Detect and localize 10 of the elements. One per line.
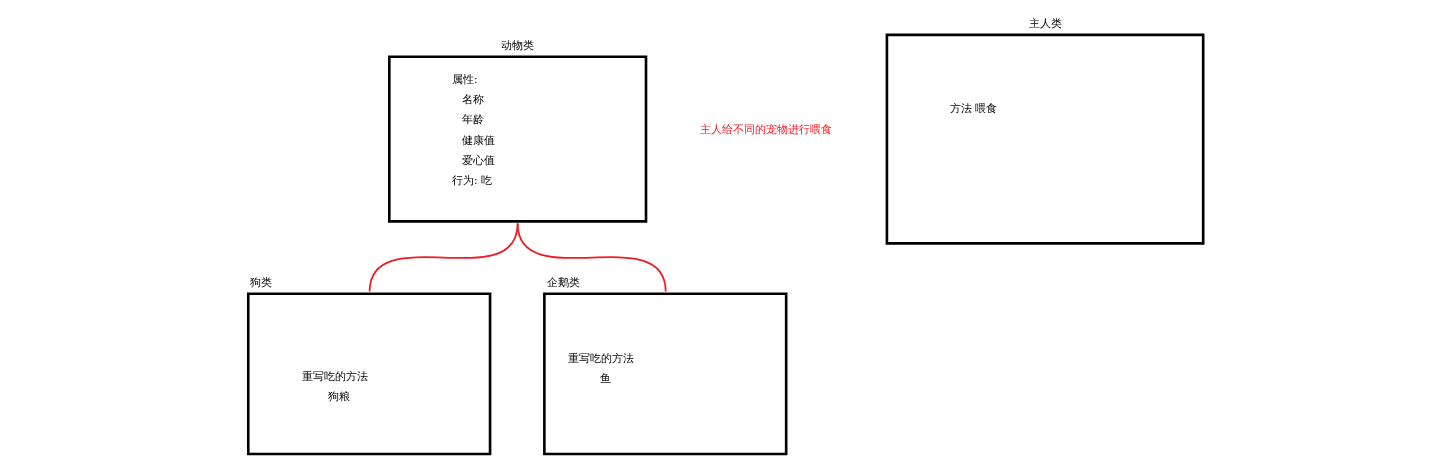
node-label: 狗类 [249,275,272,288]
node-label: 主人类 [1028,17,1062,30]
node-label: 企鹅类 [546,275,580,288]
label: 主人给不同的宠物进行喂食 [699,121,832,136]
node-label: 动物类 [500,38,534,51]
node-box: 方法 喂食 [885,33,1204,245]
connector [516,222,667,293]
node-box: 属性: 名称 年龄 健康值 爱心值 行为: 吃 [387,55,647,223]
node-box: 重写吃的方法 狗粮 [246,292,491,456]
node-box: 重写吃的方法 鱼 [542,292,787,456]
